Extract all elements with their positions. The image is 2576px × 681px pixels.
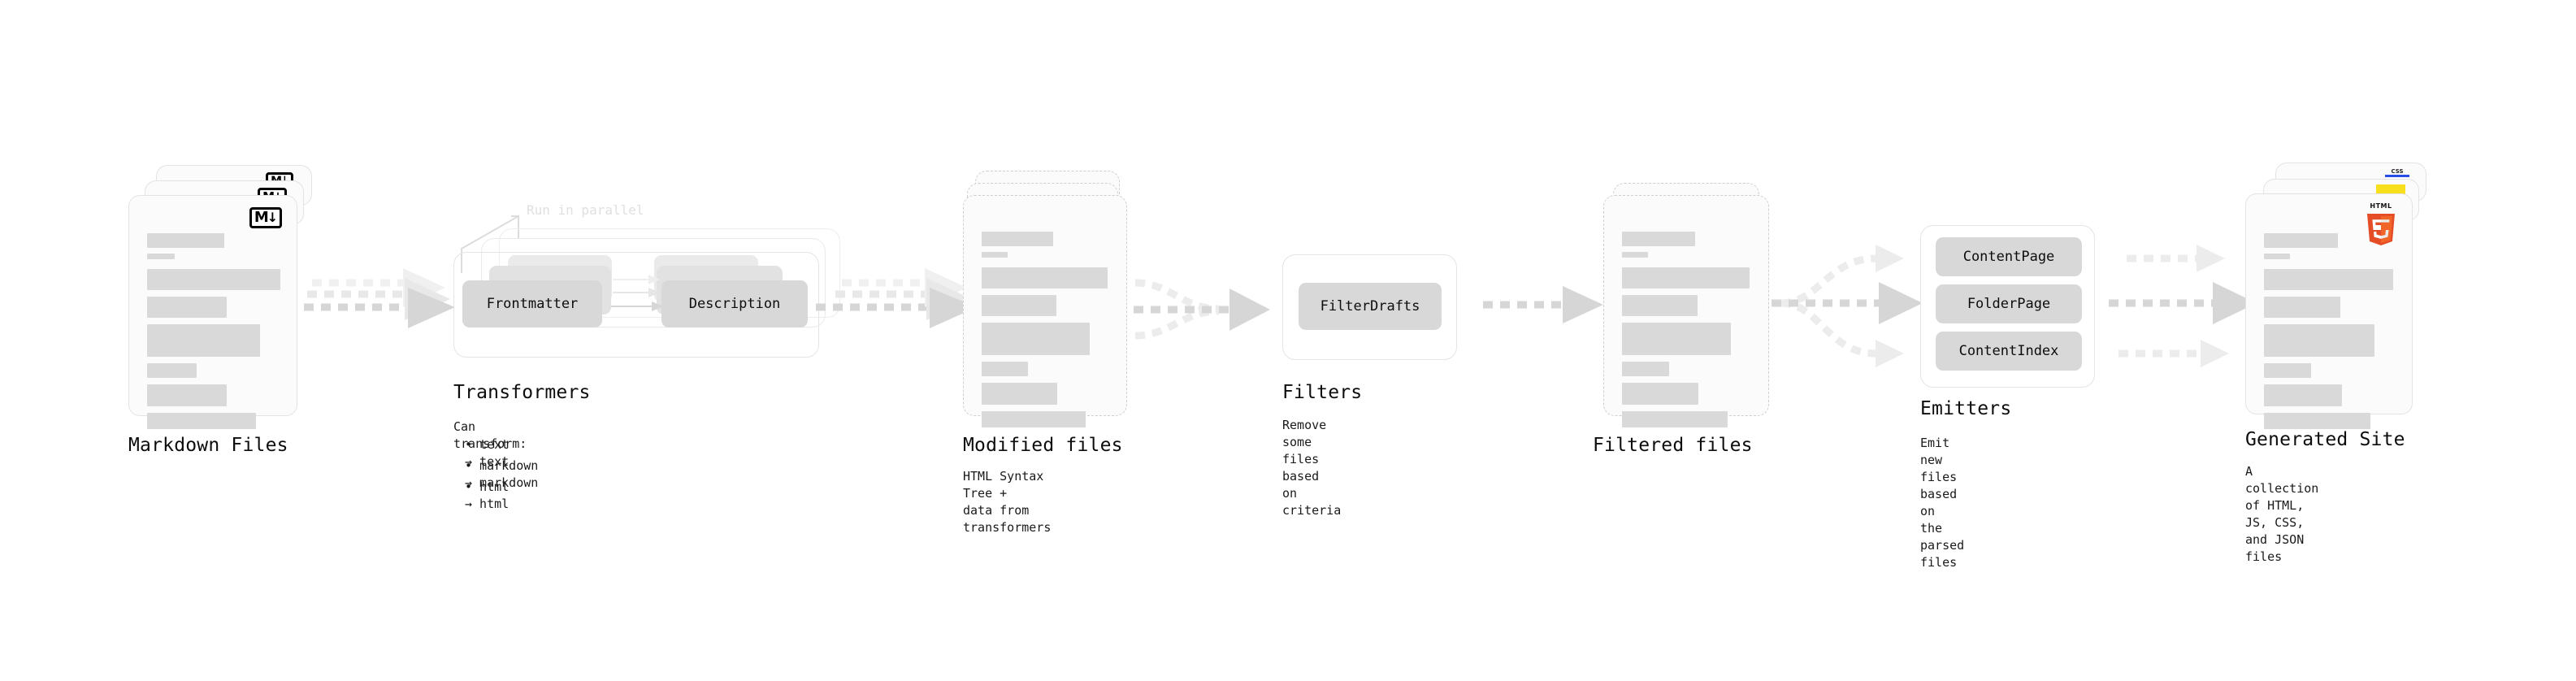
stage-title-markdown-files: Markdown Files [128,435,288,456]
transformer-node-frontmatter[interactable]: Frontmatter [462,280,602,327]
emitter-node-contentpage[interactable]: ContentPage [1936,237,2082,276]
stage-title-emitters: Emitters [1920,398,2012,419]
run-in-parallel-label: Run in parallel [527,202,644,218]
transformers-bullet-1: • text → text [465,437,510,469]
arrow-filtered-to-emitters [1772,245,1923,367]
filter-node-filterdrafts-label: FilterDrafts [1320,298,1420,314]
emitter-node-contentindex-label: ContentIndex [1958,343,2059,359]
modified-files-subtitle: HTML Syntax Tree + data from transformer… [963,469,1052,535]
doc-content-bars [2264,233,2396,429]
markdown-icon-letter: M [254,209,269,226]
emitter-node-contentindex[interactable]: ContentIndex [1936,332,2082,371]
transformers-bullet-3-label: html → html [465,479,510,511]
filter-node-filterdrafts[interactable]: FilterDrafts [1299,283,1442,330]
stage-title-transformers: Transformers [453,382,591,403]
generated-site-subtitle: A collection of HTML, JS, CSS, and JSON … [2245,464,2319,564]
stage-title-filters: Filters [1282,382,1363,403]
transformers-bullet-2-label: markdown → markdown [465,458,539,490]
css3-icon: CSS [2385,168,2411,181]
doc-content-bars [1622,232,1752,427]
filtered-doc-front [1603,195,1769,427]
transformer-node-frontmatter-label: Frontmatter [486,296,579,312]
arrow-markdown-to-transformers [304,268,455,328]
filters-subtitle: Remove some files based on criteria [1282,418,1342,518]
modified-doc-front [963,195,1127,427]
arrow-modified-to-filters [1134,279,1270,340]
markdown-icon: M↓ [249,207,285,232]
transformer-node-description-label: Description [688,296,781,312]
css3-icon-label: CSS [2391,168,2404,175]
doc-content-bars [147,233,280,429]
site-doc-front: HTML [2245,193,2413,429]
emitters-subtitle: Emit new files based on the parsed files [1920,436,1965,570]
transformers-bullet-2: • markdown → markdown [465,458,539,490]
emitter-node-folderpage-label: FolderPage [1967,296,2051,312]
stage-title-generated-site: Generated Site [2245,429,2405,450]
stage-title-filtered-files: Filtered files [1593,435,1753,456]
emitter-node-folderpage[interactable]: FolderPage [1936,284,2082,323]
transformer-node-description[interactable]: Description [661,280,808,327]
markdown-icon-arrow: ↓ [267,210,278,225]
html5-icon: HTML [2365,202,2400,245]
transformers-bullet-3: • html → html [465,479,510,511]
html5-icon-word: HTML [2370,202,2392,210]
arrow-emitters-to-site [2109,245,2257,367]
markdown-doc-front: M↓ [128,195,297,429]
arrow-transformers-to-modified [816,268,977,328]
doc-content-bars [982,232,1110,427]
arrow-filters-to-filtered [1483,286,1603,323]
transformers-subtitle: Can transform: [453,419,527,451]
transformer-internal-arrows [611,275,663,311]
emitter-node-contentpage-label: ContentPage [1962,249,2055,265]
stage-title-modified-files: Modified files [963,435,1123,456]
transformers-bullet-1-label: text → text [465,437,510,469]
